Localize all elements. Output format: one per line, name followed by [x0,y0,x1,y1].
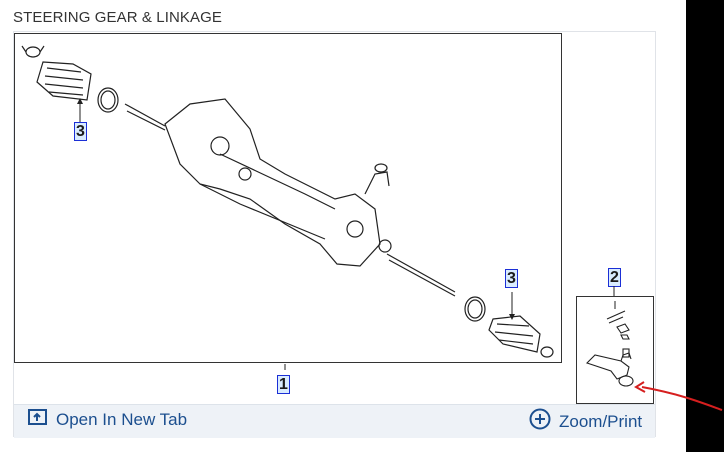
zoom-plus-icon [529,408,551,435]
right-edge-band [686,0,724,452]
open-tab-icon [28,408,48,431]
tie-rod-end-drawing [585,301,634,387]
page-title: STEERING GEAR & LINKAGE [13,9,223,26]
callout-1[interactable]: 1 [277,375,290,394]
zoom-print-link[interactable]: Zoom/Print [529,408,642,435]
main-diagram[interactable] [14,33,562,370]
open-new-tab-label: Open In New Tab [56,409,188,429]
callout-2-leader [613,286,615,296]
callout-2[interactable]: 2 [608,268,621,287]
open-new-tab-link[interactable]: Open In New Tab [28,408,187,431]
zoom-print-label: Zoom/Print [559,411,643,431]
callout-3-left[interactable]: 3 [74,122,87,141]
steering-rack-drawing [21,45,554,370]
callout-3-right[interactable]: 3 [505,269,518,288]
annotation-arrow-icon [634,381,723,411]
footer-toolbar [14,404,655,438]
inset-diagram[interactable] [576,296,654,404]
